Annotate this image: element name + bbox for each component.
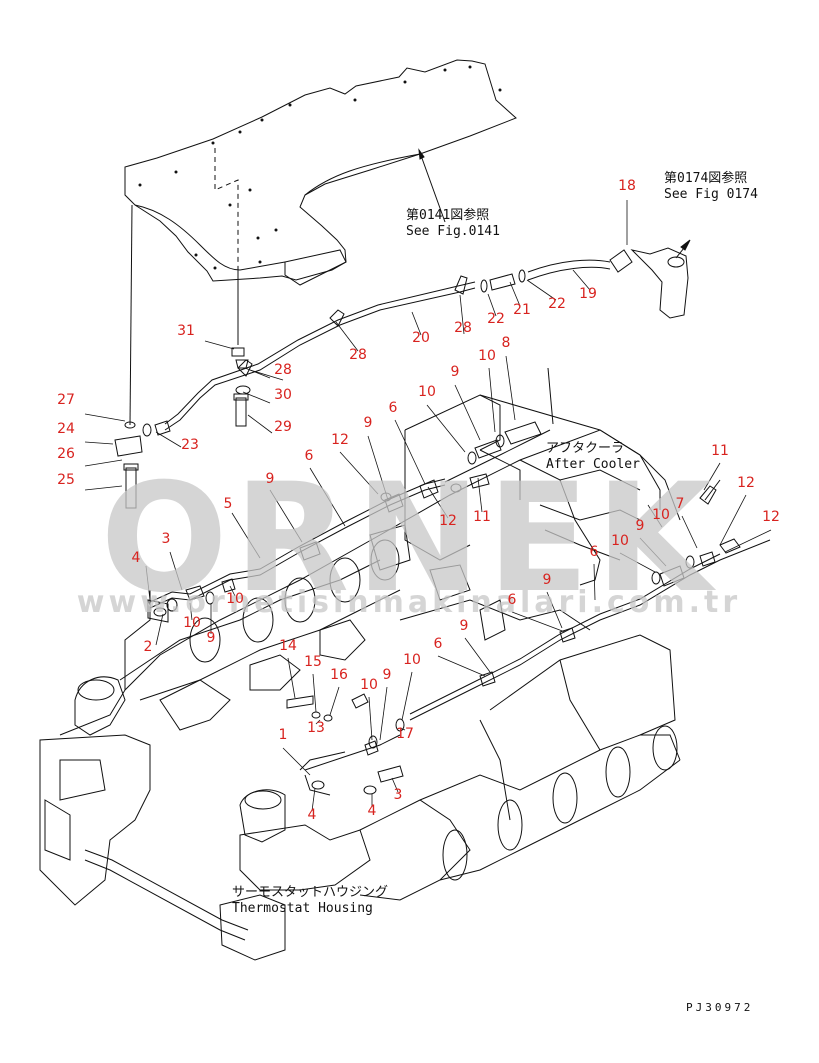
callout-28: 28 [349,347,367,363]
callout-28: 28 [454,320,472,336]
callout-6: 6 [508,592,517,608]
callout-10: 10 [183,615,201,631]
engine-block [39,394,681,961]
drawing-code: PJ30972 [686,1001,754,1014]
callout-23: 23 [181,437,199,453]
note-see-fig-0174: 第0174図参照 See Fig 0174 [664,171,758,202]
callout-7: 7 [676,496,685,512]
callout-4: 4 [308,807,317,823]
callout-10: 10 [478,348,496,364]
callout-10: 10 [611,533,629,549]
watermark-brand: ORNEK [100,452,717,626]
callout-22: 22 [487,311,505,327]
callout-15: 15 [304,654,322,670]
callout-22: 22 [548,296,566,312]
label-after-cooler: アフタクーラ After Cooler [546,441,640,472]
callout-30: 30 [274,387,292,403]
label-thermostat-housing: サーモスタットハウジング Thermostat Housing [232,885,389,916]
callout-31: 31 [177,323,195,339]
callout-12: 12 [737,475,755,491]
callout-9: 9 [364,415,373,431]
callout-9: 9 [207,630,216,646]
callout-13: 13 [307,720,325,736]
callout-20: 20 [412,330,430,346]
callout-9: 9 [543,572,552,588]
callout-12: 12 [331,432,349,448]
callout-8: 8 [502,335,511,351]
callout-24: 24 [57,421,75,437]
callout-21: 21 [513,302,531,318]
callout-3: 3 [162,531,171,547]
callout-19: 19 [579,286,597,302]
callout-3: 3 [394,787,403,803]
callout-9: 9 [460,618,469,634]
callout-10: 10 [418,384,436,400]
callout-9: 9 [266,471,275,487]
tube-assembly-upper [142,239,691,437]
watermark: ORNEK www.ornetisinmakinalari.com.tr [77,452,741,626]
callout-12: 12 [762,509,780,525]
watermark-url: www.ornetisinmakinalari.com.tr [77,585,741,620]
note-see-fig-0141: 第0141図参照 See Fig.0141 [406,208,500,239]
tube-assembly-lower [147,367,771,796]
callout-18: 18 [618,178,636,194]
callout-10: 10 [652,507,670,523]
callout-28: 28 [274,362,292,378]
callout-11: 11 [473,509,491,525]
callout-27: 27 [57,392,75,408]
callout-6: 6 [389,400,398,416]
callout-26: 26 [57,446,75,462]
callout-6: 6 [305,448,314,464]
callout-4: 4 [132,550,141,566]
cover-panel [124,59,517,286]
callout-11: 11 [711,443,729,459]
callout-16: 16 [330,667,348,683]
callout-9: 9 [451,364,460,380]
callout-6: 6 [590,544,599,560]
callout-10: 10 [403,652,421,668]
callout-14: 14 [279,638,297,654]
callout-5: 5 [224,496,233,512]
callout-25: 25 [57,472,75,488]
callout-1: 1 [279,727,288,743]
callout-10: 10 [360,677,378,693]
callout-12: 12 [439,513,457,529]
leader-lines [84,200,772,812]
callout-10: 10 [226,591,244,607]
callout-9: 9 [383,667,392,683]
callout-17: 17 [396,726,414,742]
callout-6: 6 [434,636,443,652]
callout-2: 2 [144,639,153,655]
callout-9: 9 [636,518,645,534]
callout-29: 29 [274,419,292,435]
callout-4: 4 [368,803,377,819]
